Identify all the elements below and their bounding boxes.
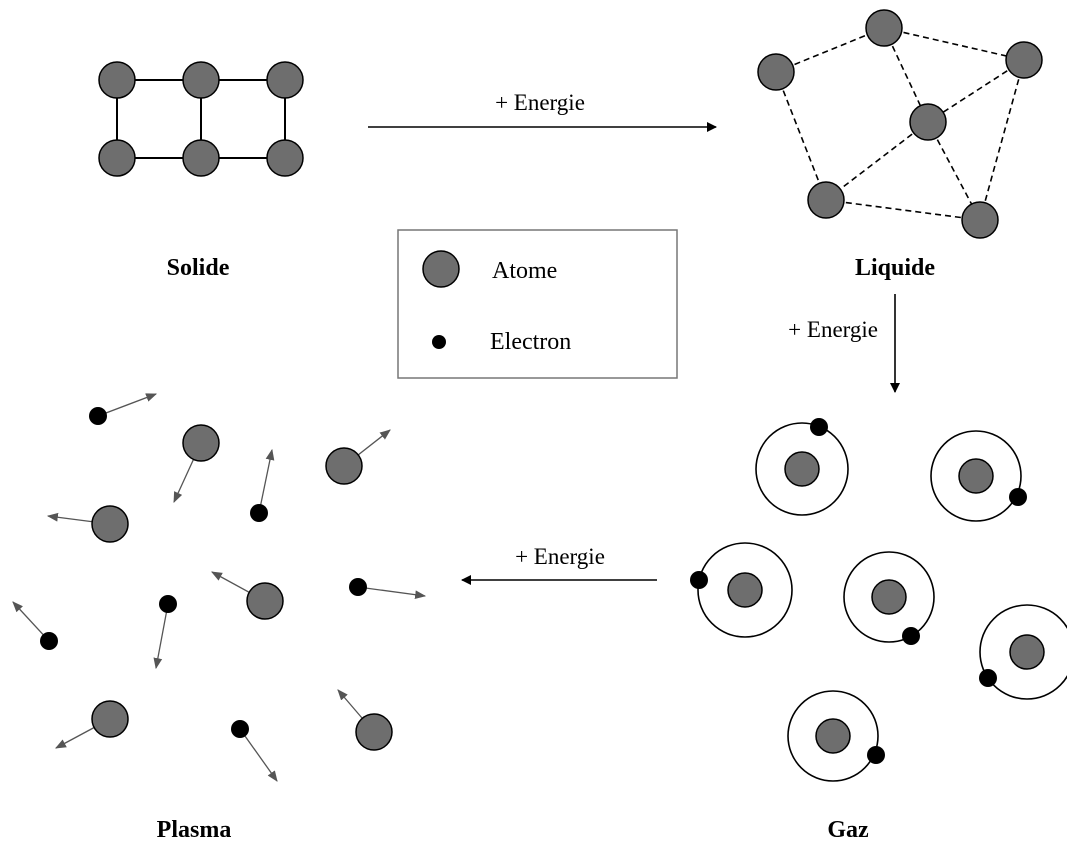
legend-electron-label: Electron <box>490 329 571 355</box>
energy-label-liquid-to-gas: + Energie <box>788 317 878 342</box>
plasma-atom-group <box>211 571 284 620</box>
gas-electron <box>810 418 828 436</box>
gas-atom <box>1009 634 1045 670</box>
solid-atom <box>98 61 136 99</box>
gas-orbit <box>755 422 849 516</box>
gas-atom <box>727 572 763 608</box>
legend-electron-icon <box>432 335 446 349</box>
gas-electron <box>902 627 920 645</box>
liquid-structure <box>757 9 1043 239</box>
gas-atom-group <box>979 604 1067 700</box>
plasma-electron <box>250 504 268 522</box>
gas-label: Gaz <box>827 817 869 843</box>
gas-orbit <box>697 542 793 638</box>
solid-atom <box>182 139 220 177</box>
gas-electron <box>979 669 997 687</box>
liquid-atom <box>909 103 947 141</box>
plasma-atom <box>91 505 129 543</box>
gas-atom-group <box>930 430 1027 522</box>
plasma-atom-group <box>173 424 220 504</box>
gas-atom <box>784 451 820 487</box>
plasma-electron <box>231 720 249 738</box>
gas-electron <box>690 571 708 589</box>
plasma-atom <box>182 424 220 462</box>
plasma-label: Plasma <box>157 817 232 843</box>
gas-orbit <box>930 430 1022 522</box>
gas-orbit <box>843 551 935 643</box>
plasma-atom <box>355 713 393 751</box>
plasma-electron <box>89 407 107 425</box>
solid-label: Solide <box>167 255 230 281</box>
gas-atom-group <box>690 542 793 638</box>
plasma-atom-group <box>46 505 129 543</box>
plasma-atom <box>91 700 129 738</box>
legend-atom-label: Atome <box>492 258 557 284</box>
plasma-electron <box>159 595 177 613</box>
legend: Atome Electron <box>397 229 678 379</box>
solid-atom <box>266 61 304 99</box>
gas-atom-group <box>843 551 935 645</box>
plasma-electron <box>349 578 367 596</box>
plasma-electron-group <box>89 393 158 425</box>
gas-atom-group <box>755 418 849 516</box>
plasma-atom <box>325 447 363 485</box>
gas-atom-group <box>787 690 885 782</box>
gas-electron <box>1009 488 1027 506</box>
liquid-atom <box>1005 41 1043 79</box>
solid-structure <box>98 61 304 177</box>
liquid-atom <box>961 201 999 239</box>
plasma-electron <box>40 632 58 650</box>
liquid-atom <box>865 9 903 47</box>
plasma-atom-group <box>325 429 391 485</box>
liquid-atom <box>807 181 845 219</box>
solid-atom <box>98 139 136 177</box>
plasma-electron-group <box>12 601 58 650</box>
gas-atom <box>815 718 851 754</box>
plasma-atom-group <box>55 700 129 749</box>
gas-orbit <box>787 690 879 782</box>
gas-structure <box>690 418 1067 782</box>
plasma-atom <box>246 582 284 620</box>
energy-label-gas-to-plasma: + Energie <box>515 544 605 569</box>
plasma-atom-group <box>337 689 393 751</box>
liquid-bonds <box>775 27 1025 221</box>
plasma-electron-group <box>250 448 275 522</box>
solid-atom <box>182 61 220 99</box>
energy-label-solid-to-liquid: + Energie <box>495 90 585 115</box>
legend-atom-icon <box>422 250 460 288</box>
gas-orbit <box>979 604 1067 700</box>
liquid-atom <box>757 53 795 91</box>
plasma-electron-group <box>349 578 427 600</box>
gas-atom <box>871 579 907 615</box>
plasma-electron-group <box>153 595 177 670</box>
gas-electron <box>867 746 885 764</box>
solid-atom <box>266 139 304 177</box>
gas-atom <box>958 458 994 494</box>
plasma-electron-group <box>231 720 278 782</box>
liquid-label: Liquide <box>855 255 935 281</box>
plasma-structure <box>12 393 427 782</box>
